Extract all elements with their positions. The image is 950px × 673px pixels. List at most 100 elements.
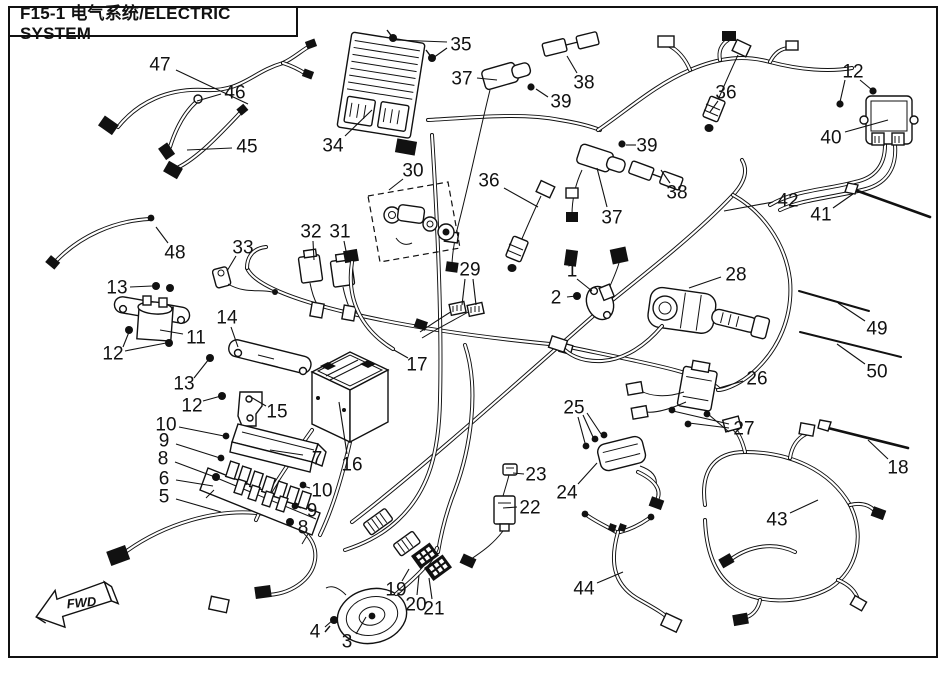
page-title: F15-1 电气系统/ELECTRIC SYSTEM [20, 4, 231, 43]
callout-39: 39 [550, 92, 571, 113]
leader-line-37 [596, 167, 608, 208]
leader-line-14 [230, 326, 239, 348]
callout-33: 33 [232, 238, 253, 259]
ecu-screw-12 [836, 100, 844, 108]
callout-8: 8 [298, 518, 309, 539]
leader-line-43 [789, 499, 819, 514]
leader-line-13 [129, 285, 153, 288]
ecu-module-24 [582, 431, 665, 511]
callout-48: 48 [164, 243, 185, 264]
relay-31 [329, 252, 357, 322]
callout-11: 11 [186, 328, 206, 349]
callout-18: 18 [887, 458, 908, 479]
nut-8 [212, 473, 220, 481]
callout-10: 10 [155, 415, 176, 436]
leader-line-35 [395, 39, 448, 43]
bolt-12 [125, 326, 133, 334]
leader-line-29 [461, 278, 466, 306]
leader-line-4 [324, 618, 335, 628]
leader-line-7 [269, 449, 304, 456]
leader-line-12 [839, 79, 846, 103]
bolt-12 [218, 392, 226, 400]
harness-connector [785, 40, 799, 51]
screw-25 [600, 431, 608, 439]
leader-line-36 [709, 100, 719, 113]
leader-line-21 [428, 577, 433, 600]
leader-line-47 [175, 69, 249, 105]
cable-tie-49 [798, 290, 870, 312]
leader-line-17 [393, 349, 409, 359]
leader-line-35 [432, 47, 448, 59]
battery-16 [310, 351, 390, 444]
leader-line-25 [577, 416, 586, 444]
callout-13: 13 [173, 374, 194, 395]
leader-line-26 [718, 380, 744, 389]
callout-40: 40 [820, 128, 841, 149]
leader-line-29 [472, 278, 477, 306]
callout-41: 41 [810, 205, 831, 226]
harness-connector [394, 138, 418, 156]
callout-21: 21 [423, 599, 444, 620]
callout-36: 36 [715, 83, 736, 104]
screw-27 [703, 410, 711, 418]
leader-line-3 [355, 616, 367, 635]
leader-line-20 [416, 574, 420, 596]
callout-20: 20 [405, 595, 426, 616]
callout-2: 2 [551, 288, 562, 309]
fuse-box-cover-7 [229, 423, 327, 473]
speed-sensor-1 [563, 246, 629, 321]
leader-line-1 [576, 278, 593, 292]
callout-17: 17 [406, 355, 427, 376]
leader-line-9 [294, 505, 302, 509]
ignition-coil-37-mid [565, 143, 626, 222]
callout-8: 8 [158, 449, 169, 470]
callout-26: 26 [746, 369, 767, 390]
diagram-title-box: F15-1 电气系统/ELECTRIC SYSTEM [8, 4, 298, 43]
callout-27: 27 [733, 419, 754, 440]
callout-19: 19 [385, 580, 406, 601]
bolt-2 [573, 292, 581, 300]
fwd-label: FWD [66, 594, 97, 612]
leader-line-32 [312, 240, 315, 261]
callout-13: 13 [106, 278, 127, 299]
leader-line-5 [175, 498, 222, 513]
leader-line-46 [196, 93, 222, 102]
leader-line-10 [302, 485, 311, 489]
leader-line-30 [388, 178, 404, 191]
leader-line-38 [566, 55, 578, 74]
relay-32 [297, 248, 325, 319]
leader-line-42 [723, 201, 774, 212]
callout-37: 37 [601, 208, 622, 229]
callout-15: 15 [266, 402, 287, 423]
callout-50: 50 [866, 362, 887, 383]
leader-line-2 [566, 295, 577, 298]
bolt-39-mid [618, 140, 626, 148]
cable-tie-18 [817, 419, 910, 450]
battery-cable-connector [106, 545, 131, 566]
harness-connector [413, 318, 429, 331]
leader-line-45 [186, 147, 233, 151]
callout-4: 4 [310, 622, 321, 643]
fwd-direction-arrow: FWD [35, 580, 120, 629]
screw-27 [668, 406, 676, 414]
battery-cable-connector [207, 595, 230, 614]
cable-tie-50 [799, 331, 902, 358]
callout-10: 10 [311, 481, 332, 502]
leader-line-37 [476, 77, 498, 81]
leader-line-8 [174, 461, 216, 478]
callout-9: 9 [159, 431, 170, 452]
callout-32: 32 [300, 222, 321, 243]
ecu-40 [836, 87, 919, 146]
callout-25: 25 [563, 398, 584, 419]
leader-line-39 [535, 88, 549, 98]
screw-27 [684, 420, 692, 428]
connector-21 [424, 554, 453, 581]
leader-line-18 [867, 439, 889, 460]
leader-line-31 [343, 240, 349, 262]
leader-line-33 [226, 255, 237, 272]
leader-line-24 [577, 462, 598, 485]
wire-46 [158, 94, 203, 161]
harness-connector [722, 31, 736, 41]
